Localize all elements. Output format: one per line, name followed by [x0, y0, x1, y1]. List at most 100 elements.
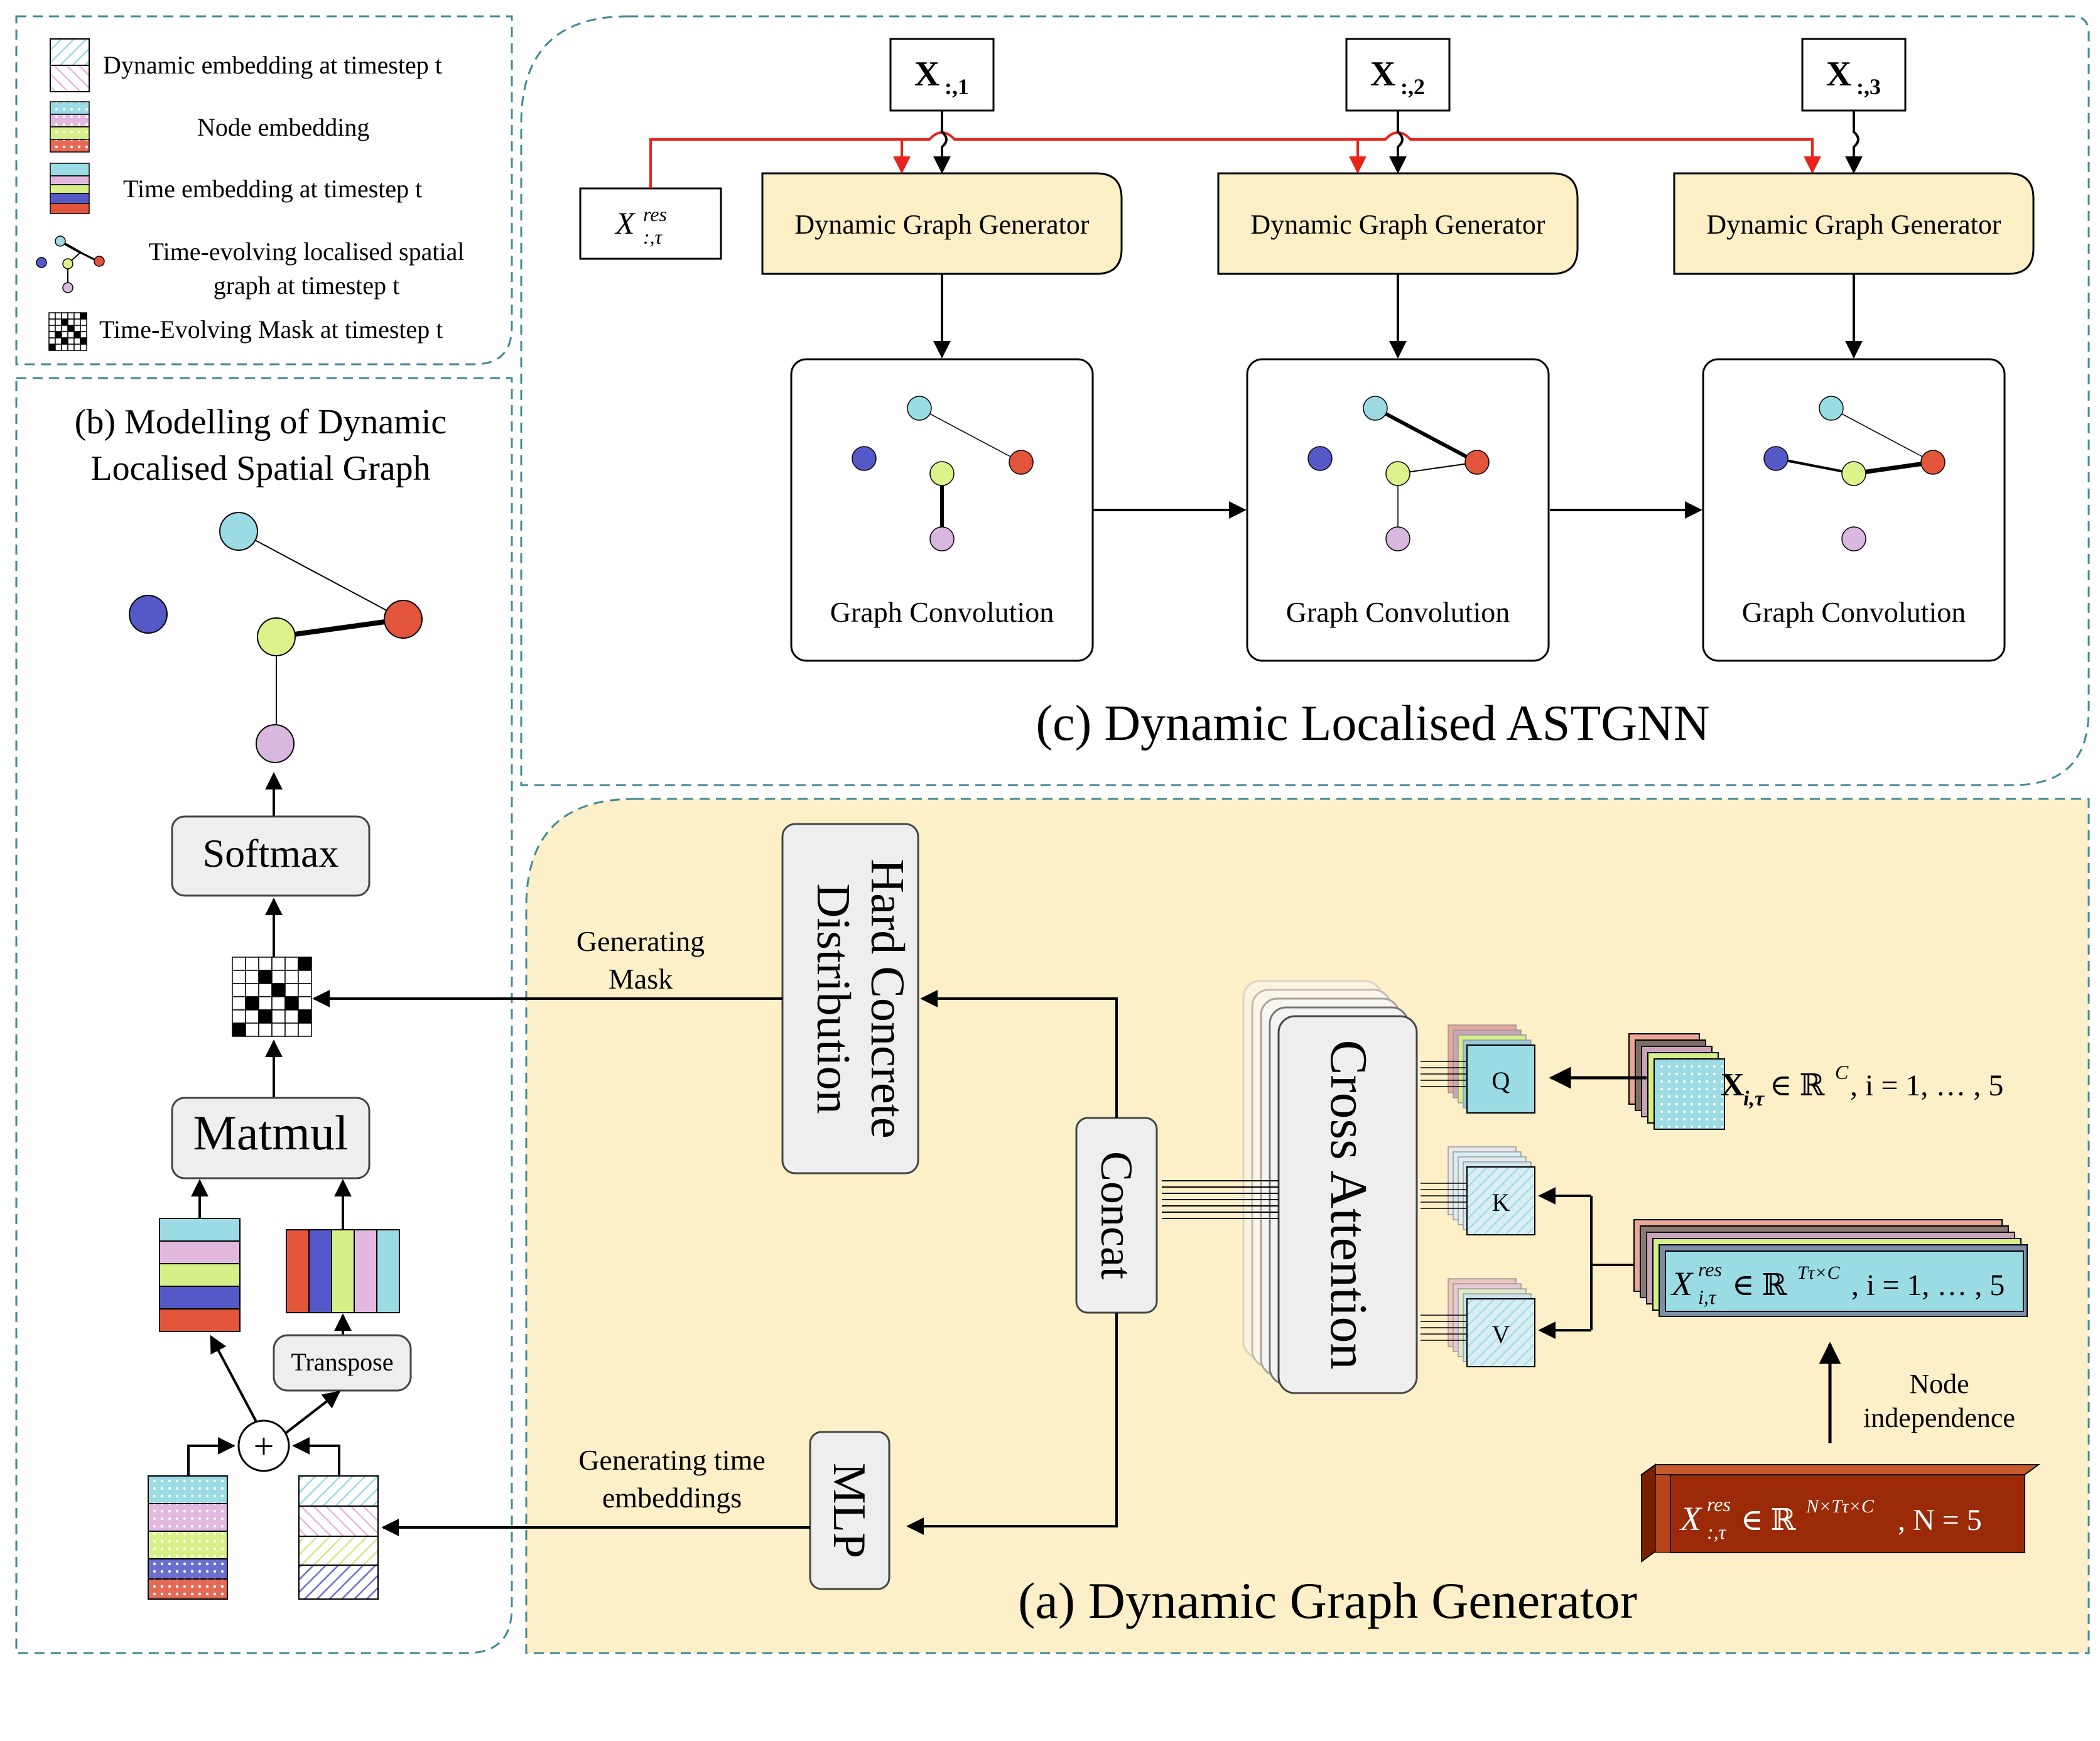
- mask-cell: [232, 983, 246, 997]
- graph-convolution-label: Graph Convolution: [830, 596, 1054, 628]
- graph-convolution-label: Graph Convolution: [1742, 596, 1966, 628]
- legend-mask-cell: [48, 325, 56, 332]
- legend-mask-cell: [73, 325, 81, 332]
- legend-mask-cell: [55, 337, 62, 345]
- legend-mask-cell: [48, 318, 56, 326]
- hard-concrete-line1: Hard Concrete: [861, 859, 914, 1138]
- node-purple: [1385, 526, 1410, 551]
- dynamic-embedding-block: [298, 1475, 379, 1600]
- node-purple: [929, 526, 955, 551]
- graph-edge: [1775, 457, 1854, 475]
- residual-sub: :,τ: [643, 225, 663, 248]
- x-input-label: X i,τ ∈ ℝ C , i = 1, … , 5: [1721, 1061, 2003, 1110]
- hard-concrete-line2: Distribution: [807, 883, 860, 1114]
- gen-time-label-1: Generating time: [578, 1444, 766, 1476]
- mask-cell: [232, 1009, 246, 1024]
- mask-cell: [298, 996, 312, 1011]
- node-cyan: [1363, 396, 1388, 421]
- v-block: V: [1421, 1278, 1535, 1367]
- mask-cell: [245, 1022, 259, 1037]
- legend-graph-label-2: graph at timestep t: [214, 271, 400, 300]
- dynamic-graph-generator-box: Dynamic Graph Generator: [1673, 172, 2035, 275]
- node-red: [384, 600, 423, 639]
- legend-graph-label-1: Time-evolving localised spatial: [149, 237, 465, 266]
- legend-mask-cell: [61, 325, 68, 332]
- legend-mask-cell: [61, 312, 68, 320]
- transpose-block: Transpose: [273, 1334, 412, 1392]
- res-all-tensor: X res :,τ ∈ ℝ N×Tτ×C , N = 5: [1639, 1463, 2041, 1563]
- node-green: [1841, 461, 1866, 486]
- legend-mask-cell: [80, 337, 87, 345]
- mask-cell: [258, 957, 273, 971]
- plus-operator: +: [237, 1419, 290, 1472]
- graph-convolution-box: Graph Convolution: [790, 358, 1094, 662]
- legend-mask-cell: [67, 318, 75, 326]
- input-x-subscript: :,3: [1856, 74, 1881, 99]
- dynamic-graph-generator-box: Dynamic Graph Generator: [761, 172, 1123, 275]
- node-cyan: [1819, 396, 1844, 421]
- legend-mask-cell: [55, 312, 62, 320]
- mask-cell: [284, 957, 299, 971]
- legend-mask-cell: [73, 344, 81, 351]
- v-label: V: [1492, 1320, 1510, 1348]
- legend-mask-cell: [73, 318, 81, 326]
- residual-input-box: X res :,τ: [579, 187, 722, 260]
- mask-cell: [284, 1022, 299, 1037]
- time-embedding-vertical: [159, 1218, 241, 1332]
- graph-edge: [1397, 462, 1478, 474]
- generator-label: Dynamic Graph Generator: [1250, 209, 1545, 240]
- legend-mask-cell: [80, 318, 87, 326]
- res-i-stack: X res i,τ ∈ ℝ Tτ×C , i = 1, … , 5: [1633, 1219, 2028, 1317]
- matmul-block: Matmul: [171, 1097, 371, 1180]
- graph-convolution-box: Graph Convolution: [1246, 358, 1550, 662]
- mask-cell: [232, 970, 246, 984]
- mask-cell: [284, 970, 299, 984]
- res-i-symbol: X: [1670, 1265, 1694, 1303]
- legend-mask-cell: [80, 312, 87, 320]
- gen-mask-label-2: Mask: [609, 963, 673, 995]
- legend-dynamic-embedding-label: Dynamic embedding at timestep t: [103, 51, 442, 79]
- graph-edge: [919, 408, 1022, 463]
- legend-mask-cell: [67, 331, 75, 339]
- mask-cell: [258, 1022, 273, 1037]
- graph-convolution-label: Graph Convolution: [1286, 596, 1510, 628]
- mask-cell: [298, 1009, 312, 1024]
- res-all-exp: N×Tτ×C: [1805, 1496, 1875, 1517]
- gen-time-label-2: embeddings: [602, 1482, 742, 1514]
- input-x-symbol: X: [914, 55, 939, 94]
- panel-b-title-1: (b) Modelling of Dynamic: [75, 403, 447, 442]
- node-green: [257, 617, 296, 656]
- node-cyan: [907, 396, 932, 421]
- node-red: [1009, 450, 1034, 475]
- gen-mask-label-1: Generating: [576, 925, 705, 957]
- node-red: [1920, 450, 1946, 475]
- legend-mask-cell: [48, 344, 56, 351]
- mlp-label: MLP: [823, 1463, 875, 1558]
- mask-cell: [271, 996, 286, 1011]
- mask-cell: [271, 957, 286, 971]
- input-x-box: X:,1: [889, 38, 995, 112]
- input-x-symbol: X: [1370, 55, 1395, 94]
- mask-cell: [245, 983, 259, 997]
- panel-b-title-2: Localised Spatial Graph: [90, 449, 430, 488]
- legend-mask-cell: [61, 331, 68, 339]
- graph-edge: [1853, 460, 1934, 476]
- legend-mask-cell: [80, 331, 87, 339]
- res-i-exp: Tτ×C: [1797, 1262, 1841, 1283]
- input-x-subscript: :,1: [944, 74, 969, 99]
- legend-mask-cell: [73, 337, 81, 345]
- x-input-sub: i,τ: [1743, 1087, 1765, 1110]
- residual-sup: res: [643, 203, 667, 225]
- softmax-block: Softmax: [171, 815, 371, 897]
- panel-b-mask: [232, 957, 312, 1037]
- x-input-tail: , i = 1, … , 5: [1850, 1069, 2003, 1102]
- x-input-symbol: X: [1721, 1067, 1745, 1103]
- res-all-tail: , N = 5: [1898, 1504, 1982, 1537]
- residual-symbol: X: [614, 205, 636, 241]
- res-i-rest: ∈ ℝ: [1732, 1269, 1787, 1302]
- legend-mask-cell: [80, 344, 87, 351]
- mask-cell: [232, 957, 246, 971]
- plus-label: +: [254, 1426, 274, 1467]
- res-i-sup: res: [1698, 1258, 1722, 1281]
